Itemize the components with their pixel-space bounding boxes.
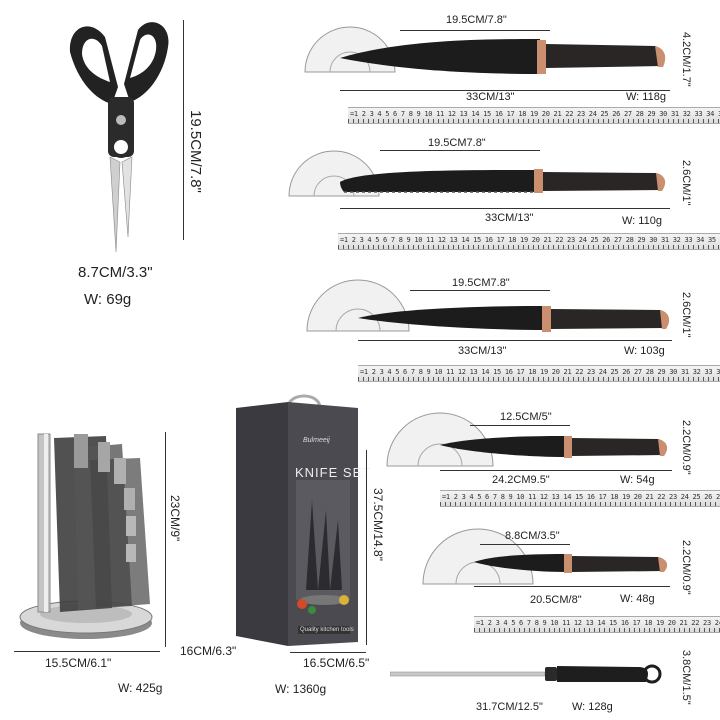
knife-3-length-label: 33CM/13": [458, 345, 507, 357]
box-height-label: 37.5CM/14.8": [371, 488, 385, 561]
knife-5-image: [474, 554, 668, 573]
ruler-5-numbers: =1 2 3 4 5 6 7 8 9 10 11 12 13 14 15 16 …: [476, 619, 720, 627]
box-brand: Bulmeeij: [303, 437, 330, 444]
knife-3-blade-label: 19.5CM7.8": [452, 277, 510, 289]
stand-weight-label: W: 425g: [118, 681, 163, 695]
scissors-weight-label: W: 69g: [84, 291, 132, 308]
box-depth-label: 16CM/6.3": [180, 644, 237, 658]
knife-2-image: [340, 169, 666, 193]
ruler-4-numbers: =1 2 3 4 5 6 7 8 9 10 11 12 13 14 15 16 …: [442, 493, 720, 501]
knife-1-length-line: [340, 90, 670, 91]
scissors-height-label: 19.5CM/7.8": [187, 110, 204, 193]
ruler-1-numbers: =1 2 3 4 5 6 7 8 9 10 11 12 13 14 15 16 …: [350, 110, 720, 118]
knife-5-weight-label: W: 48g: [620, 593, 655, 605]
knife-3-weight-label: W: 103g: [624, 345, 665, 357]
sharpener-weight-label: W: 128g: [572, 701, 613, 713]
knife-4-blade-label: 12.5CM/5": [500, 411, 552, 423]
knife-5-blade-line: [480, 544, 570, 545]
knife-4-width-label: 2.2CM/0.9": [680, 420, 692, 475]
knife-4-image: [440, 436, 668, 458]
ruler-2: =1 2 3 4 5 6 7 8 9 10 11 12 13 14 15 16 …: [338, 233, 720, 250]
box-weight-label: W: 1360g: [275, 682, 327, 696]
knife-2-blade-label: 19.5CM7.8": [428, 137, 486, 149]
knife-2-blade-line: [380, 150, 540, 151]
knife-4-length-label: 24.2CM9.5": [492, 474, 550, 486]
scissors-size-label: 8.7CM/3.3": [78, 264, 153, 281]
knife-5-blade-label: 8.8CM/3.5": [505, 530, 560, 542]
box-height-line: [366, 450, 367, 645]
gift-box-image: [236, 394, 358, 646]
knife-1-weight-label: W: 118g: [626, 91, 666, 103]
ruler-1: =1 2 3 4 5 6 7 8 9 10 11 12 13 14 15 16 …: [348, 107, 720, 124]
sharpener-length-label: 31.7CM/12.5": [476, 701, 543, 713]
knife-1-blade-label: 19.5CM/7.8": [446, 14, 507, 26]
knife-1-length-label: 33CM/13": [466, 91, 515, 103]
box-width-line: [290, 652, 366, 653]
knife-1-image: [340, 39, 666, 74]
stand-width-label: 15.5CM/6.1": [45, 656, 112, 670]
knife-2-length-line: [340, 208, 670, 209]
knife-2-weight-label: W: 110g: [622, 215, 662, 227]
ruler-5: =1 2 3 4 5 6 7 8 9 10 11 12 13 14 15 16 …: [474, 616, 720, 633]
scissors-height-line: [183, 20, 184, 240]
stand-height-label: 23CM/9": [168, 495, 182, 542]
box-title: KNIFE SET: [295, 465, 372, 480]
knife-4-blade-line: [470, 425, 570, 426]
knife-3-length-line: [358, 340, 672, 341]
sharpener-width-label: 3.8CM/1.5": [680, 650, 692, 705]
box-width-label: 16.5CM/6.5": [303, 656, 370, 670]
knife-3-blade-line: [410, 290, 550, 291]
knife-2-length-label: 33CM/13": [485, 212, 534, 224]
knife-5-width-label: 2.2CM/0.9": [680, 540, 692, 595]
knife-3-width-label: 2.6CM/1": [680, 292, 692, 338]
knife-1-width-label: 4.2CM/1.7": [680, 32, 692, 87]
knife-4-length-line: [440, 470, 672, 471]
ruler-3: =1 2 3 4 5 6 7 8 9 10 11 12 13 14 15 16 …: [358, 365, 720, 382]
knife-5-length-label: 20.5CM/8": [530, 594, 582, 606]
knife-4-weight-label: W: 54g: [620, 474, 655, 486]
knife-stand-image: [19, 433, 153, 639]
knife-2-width-label: 2.6CM/1": [680, 160, 692, 206]
knife-1-blade-line: [400, 30, 550, 31]
box-tagline: Quality kitchen tools: [300, 627, 354, 633]
knife-3-image: [358, 306, 670, 332]
ruler-2-numbers: =1 2 3 4 5 6 7 8 9 10 11 12 13 14 15 16 …: [340, 236, 720, 244]
stand-width-line: [14, 651, 160, 652]
ruler-4: =1 2 3 4 5 6 7 8 9 10 11 12 13 14 15 16 …: [440, 490, 720, 507]
stand-height-line: [165, 432, 166, 647]
ruler-3-numbers: =1 2 3 4 5 6 7 8 9 10 11 12 13 14 15 16 …: [360, 368, 720, 376]
scissors-image: [69, 22, 169, 253]
sharpener-image: [390, 664, 662, 684]
knife-5-length-line: [474, 586, 670, 587]
